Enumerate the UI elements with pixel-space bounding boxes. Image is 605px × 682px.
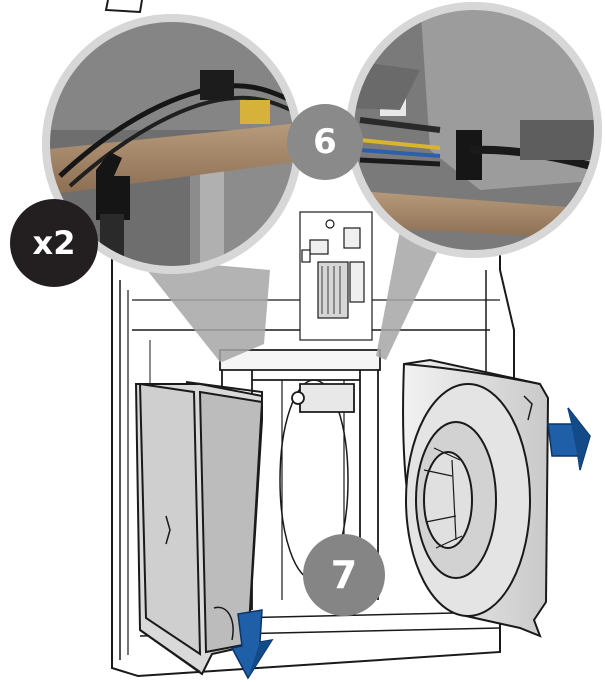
blue-arrow-right-icon bbox=[547, 407, 591, 471]
left-detail-photo bbox=[42, 14, 302, 274]
right-fan-housing bbox=[402, 358, 550, 638]
step-6-badge: 6 bbox=[287, 104, 363, 180]
control-board bbox=[299, 211, 373, 341]
right-detail-photo bbox=[346, 2, 602, 258]
quantity-x2-badge: x2 bbox=[10, 199, 98, 287]
blue-arrow-down-icon bbox=[230, 609, 274, 680]
left-fan-housing bbox=[134, 381, 264, 676]
step-7-badge: 7 bbox=[303, 534, 385, 616]
top-bracket bbox=[104, 0, 143, 14]
